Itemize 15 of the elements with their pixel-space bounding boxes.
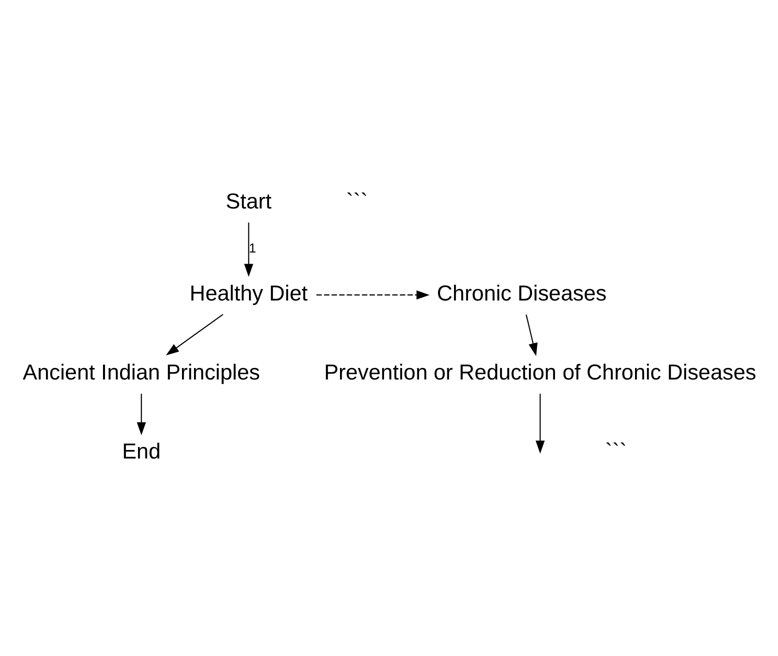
arrow xyxy=(244,222,254,277)
node-text: Prevention or Reduction of Chronic Diseases xyxy=(324,359,756,384)
edge-label: 1 xyxy=(248,240,256,256)
node-text: End xyxy=(122,438,161,464)
node-text: Chronic Diseases xyxy=(436,280,607,306)
arrow xyxy=(136,394,146,436)
arrow xyxy=(536,394,545,454)
node-text: Ancient Indian Principles xyxy=(22,359,260,384)
arrow xyxy=(526,314,538,356)
node-text: Start xyxy=(226,188,272,214)
label: ``` xyxy=(605,438,627,464)
arrow xyxy=(166,314,224,356)
label: ``` xyxy=(346,188,368,214)
node-text: Healthy Diet xyxy=(190,280,308,306)
arrow xyxy=(316,290,430,300)
